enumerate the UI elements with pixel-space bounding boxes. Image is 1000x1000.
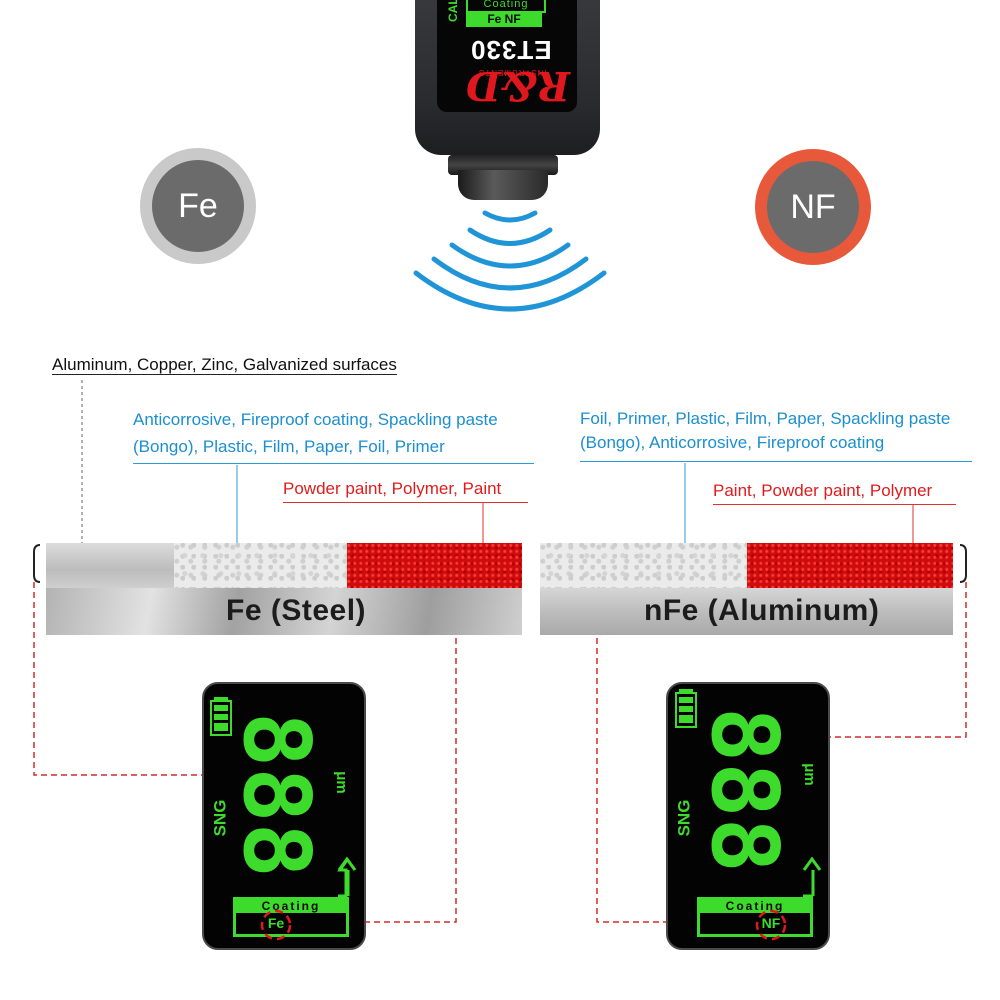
fe-paint-underline	[283, 502, 528, 503]
battery-icon	[675, 689, 697, 728]
nf-nonmetal-coatings-line1: Foil, Primer, Plastic, Film, Paper, Spac…	[580, 409, 951, 428]
fe-paint-coatings-label: Powder paint, Polymer, Paint	[283, 479, 502, 498]
lcd-unit-label: μm	[332, 771, 350, 794]
mode-highlight-circle-icon	[260, 909, 292, 941]
aluminum-substrate-plate: nFe (Aluminum)	[540, 588, 953, 635]
return-arrow-icon	[337, 856, 357, 898]
fe-badge-text: Fe	[152, 160, 244, 252]
lcd-sng-label: SNG	[210, 799, 230, 837]
nf-paint-underline	[713, 504, 956, 505]
fe-nonmetal-coatings-line2: (Bongo), Plastic, Film, Paper, Foil, Pri…	[133, 437, 445, 456]
fe-metallic-coating-layer	[46, 543, 174, 588]
nf-paint-coating-layer	[747, 543, 953, 588]
lcd-reading-digits: 888	[691, 706, 798, 874]
aluminum-plate-label: nFe (Aluminum)	[644, 594, 880, 627]
nf-nonmetal-underline	[580, 461, 972, 462]
nf-paint-coatings-label: Paint, Powder paint, Polymer	[713, 481, 933, 500]
lcd-coating-label: Coating	[700, 899, 810, 913]
fe-nonmetal-coating-layer	[174, 543, 347, 588]
battery-icon	[210, 697, 232, 736]
meter-mode-label: Fe NF	[466, 12, 542, 27]
nf-nonmetal-coating-layer	[540, 543, 747, 588]
mode-highlight-circle-icon	[755, 909, 787, 941]
lcd-sng-label: SNG	[674, 799, 694, 837]
fe-mode-badge: Fe	[140, 148, 256, 264]
fe-nonmetal-coatings-line1: Anticorrosive, Fireproof coating, Spackl…	[133, 410, 498, 429]
lcd-coating-frame	[697, 897, 813, 937]
lcd-coating-frame	[233, 897, 349, 937]
fe-nonmetal-underline	[133, 463, 534, 464]
metallic-coatings-label: Aluminum, Copper, Zinc, Galvanized surfa…	[52, 352, 397, 378]
probe-tip	[458, 170, 548, 200]
lcd-unit-label: μm	[800, 763, 818, 786]
lcd-coating-label: Coating	[236, 899, 346, 913]
steel-substrate-plate: Fe (Steel)	[46, 588, 522, 635]
nf-badge-text: NF	[767, 161, 859, 253]
signal-waves-icon	[413, 210, 607, 312]
lcd-mode-nf: NF	[761, 915, 781, 931]
metallic-coatings-text: Aluminum, Copper, Zinc, Galvanized surfa…	[52, 355, 397, 375]
lcd-reading-digits: 888	[223, 711, 330, 879]
return-arrow-icon	[802, 856, 822, 898]
nf-nonmetal-coatings-line2: (Bongo), Anticorrosive, Fireproof coatin…	[580, 433, 885, 452]
nf-mode-badge: NF	[755, 149, 871, 265]
lcd-mode-fe: Fe	[267, 915, 285, 931]
fe-paint-coating-layer	[347, 543, 522, 588]
steel-plate-label: Fe (Steel)	[226, 594, 367, 627]
